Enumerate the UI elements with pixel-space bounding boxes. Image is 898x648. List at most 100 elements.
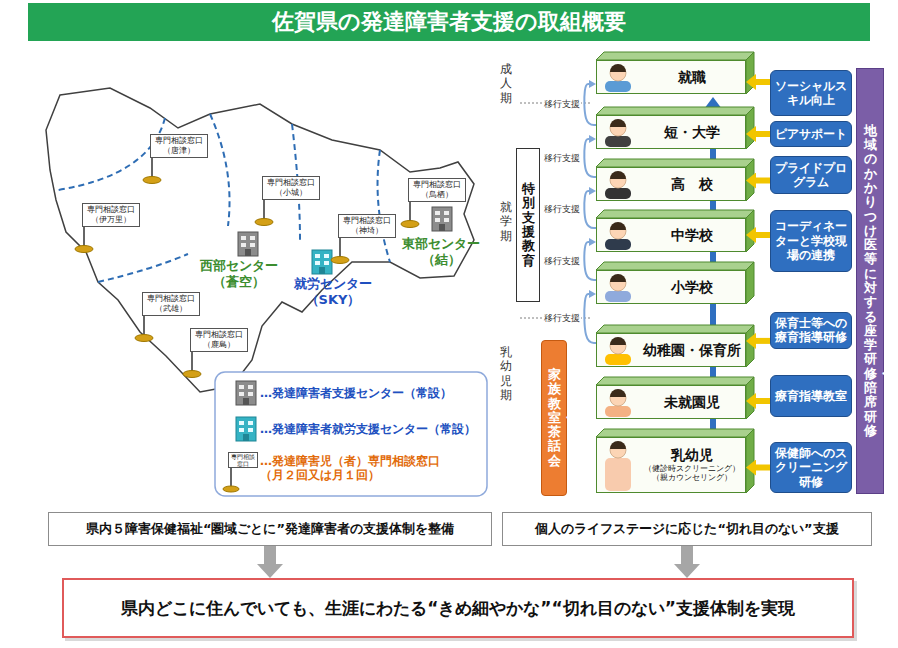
node-text: 県内どこに住んでいても、生涯にわたる“きめ細やかな”“切れ目のない”支援体制を実… [121, 598, 795, 618]
legend-frame [215, 372, 487, 496]
person-body [605, 188, 631, 199]
stage-front-face [596, 437, 746, 493]
node-text: ピアサポート [775, 127, 847, 141]
flag-base [183, 371, 201, 378]
person-body [605, 136, 631, 147]
node-text: 療育指導教室 [775, 389, 847, 403]
stage-side-face [746, 377, 754, 419]
legend-support-center-icon [236, 381, 256, 405]
person-hair [610, 389, 626, 397]
node-text: コーディネーターと学校現場の連携 [774, 219, 848, 262]
node-text: 個人のライフステージに応じた“切れ目のない”支援 [535, 521, 838, 537]
life-stage-box: 就職 [596, 60, 746, 94]
edge-label: 移行支援 [543, 204, 581, 215]
stage-front-face [596, 218, 746, 252]
transition-arrow [584, 84, 596, 125]
node-text: 保健師へのスクリーニング研修 [774, 446, 848, 489]
legend-text: …発達障害者支援センター（常設） [260, 386, 484, 400]
support-program-box: ピアサポート [770, 121, 852, 147]
node-text: 短・大学 [664, 124, 720, 141]
conclusion-box: 県内どこに住んでいても、生涯にわたる“きめ細やかな”“切れ目のない”支援体制を実… [62, 578, 854, 638]
consultation-flag: 専門相談窓口（神埼） [338, 214, 396, 238]
node-subtext: （武雄） [155, 304, 187, 314]
summary-arrow [264, 546, 276, 564]
consultation-flag: 専門相談窓口（鹿島） [190, 328, 248, 352]
support-center-icon [238, 232, 258, 256]
flag-base [331, 257, 349, 264]
consultation-flag: 専門相談窓口（鳥栖） [408, 178, 466, 202]
stage-block [596, 210, 754, 252]
node-text: 家族教室・茶話会 [548, 368, 561, 468]
stage-block [596, 52, 754, 94]
stage-block [596, 107, 754, 149]
person-body [605, 239, 631, 250]
support-program-box: プライドプログラム [770, 156, 852, 194]
period-label: 就学期 [500, 200, 512, 243]
area-boundary [378, 150, 390, 262]
node-text: 専門相談窓口 [267, 178, 315, 188]
node-text: 専門相談窓口 [343, 216, 391, 226]
stage-top-face [596, 325, 754, 333]
stage-front-face [596, 167, 746, 201]
title-bar: 佐賀県の発達障害者支援の取組概要 [28, 3, 870, 41]
node-text: 県内５障害保健福祉“圏域ごとに”発達障害者の支援体制を整備 [86, 521, 454, 537]
edge-label: 移行支援 [543, 256, 581, 267]
node-text: 専門相談窓口 [413, 180, 461, 190]
summary-arrow [681, 546, 693, 564]
consultation-flag: 専門相談窓口（武雄） [142, 292, 200, 316]
node-text: 専門相談窓口 [195, 330, 243, 340]
legend-employment-center-icon [236, 417, 256, 441]
node-text: 専門相談窓口 [87, 205, 135, 215]
node-text: ソーシャルスキル向上 [774, 79, 848, 108]
support-arrow [756, 465, 770, 471]
node-text: 幼稚園・保育所 [643, 342, 741, 359]
node-subtext: （唐津） [163, 146, 195, 156]
stage-front-face [596, 333, 746, 367]
stage-block [596, 429, 754, 493]
area-boundary [210, 114, 230, 226]
person-head [610, 65, 626, 81]
stage-side-face [746, 210, 754, 252]
center-label: 就労センター （SKY） [288, 276, 378, 307]
area-boundary [98, 254, 188, 282]
stage-top-face [596, 52, 754, 60]
person-hair [610, 171, 626, 179]
support-program-box: 保育士等への療育指導研修 [770, 312, 852, 349]
stage-side-face [746, 107, 754, 149]
node-text: 中学校 [671, 227, 713, 244]
stage-top-face [596, 159, 754, 167]
flag-base [401, 221, 419, 228]
node-text: 特別支援教育 [522, 182, 535, 268]
stage-top-face [596, 210, 754, 218]
edge-label: 移行支援 [543, 153, 581, 164]
node-subtext: （親カウンセリング） [652, 473, 732, 483]
support-arrow [756, 79, 770, 85]
stage-front-face [596, 385, 746, 419]
person-body [605, 81, 631, 92]
flag-base [135, 335, 153, 342]
stage-front-face [596, 60, 746, 94]
support-arrow [756, 178, 770, 184]
stage-top-face [596, 107, 754, 115]
stage-top-face [596, 429, 754, 437]
legend-text: …発達障害者就労支援センター（常設） [260, 422, 484, 436]
node-text: 未就園児 [664, 394, 720, 411]
consultation-flag: 専門相談窓口（伊万里） [82, 203, 140, 227]
node-subtext: （小城） [275, 188, 307, 198]
person-head [610, 120, 626, 136]
person-head [610, 390, 626, 406]
support-program-box: コーディネーターと学校現場の連携 [770, 210, 852, 272]
support-center-icon [432, 207, 452, 231]
person-head [610, 223, 626, 239]
connectors [270, 82, 770, 564]
person-head [610, 442, 626, 458]
stage-top-face [596, 377, 754, 385]
summary-box: 個人のライフステージに応じた“切れ目のない”支援 [502, 512, 872, 546]
life-stage-box: 幼稚園・保育所 [596, 333, 746, 367]
support-arrow [756, 338, 770, 344]
area-boundary [58, 118, 165, 190]
node-text: 小学校 [671, 279, 713, 296]
life-stage-box: 高 校 [596, 167, 746, 201]
